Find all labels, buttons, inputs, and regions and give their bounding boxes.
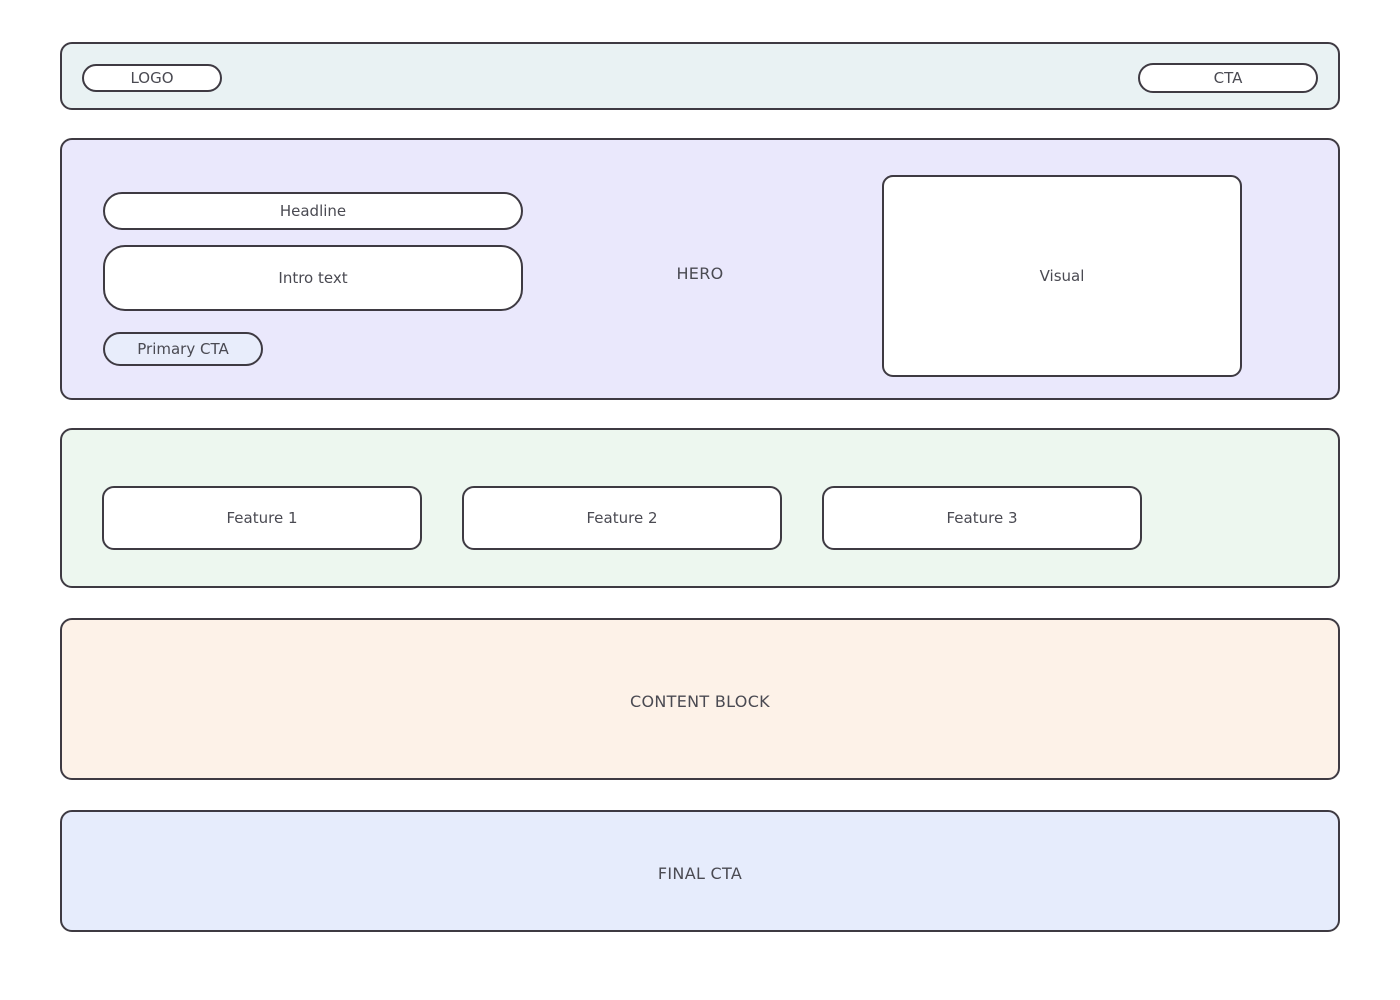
header-section: LOGO CTA xyxy=(60,42,1340,110)
features-section: Feature 1 Feature 2 Feature 3 xyxy=(60,428,1340,588)
hero-section-label: HERO xyxy=(676,264,724,283)
hero-primary-cta-button[interactable]: Primary CTA xyxy=(103,332,263,366)
feature-card[interactable]: Feature 1 xyxy=(102,486,422,550)
final-cta-label: FINAL CTA xyxy=(657,864,743,883)
content-block-section: CONTENT BLOCK xyxy=(60,618,1340,780)
feature-card[interactable]: Feature 3 xyxy=(822,486,1142,550)
hero-intro-text-placeholder: Intro text xyxy=(103,245,523,311)
hero-visual-placeholder: Visual xyxy=(882,175,1242,377)
feature-card[interactable]: Feature 2 xyxy=(462,486,782,550)
logo-placeholder[interactable]: LOGO xyxy=(82,64,222,92)
content-block-label: CONTENT BLOCK xyxy=(630,692,770,711)
final-cta-section: FINAL CTA xyxy=(60,810,1340,932)
hero-section: HERO Headline Intro text Primary CTA Vis… xyxy=(60,138,1340,400)
header-cta-button[interactable]: CTA xyxy=(1138,63,1318,93)
hero-headline-placeholder: Headline xyxy=(103,192,523,230)
